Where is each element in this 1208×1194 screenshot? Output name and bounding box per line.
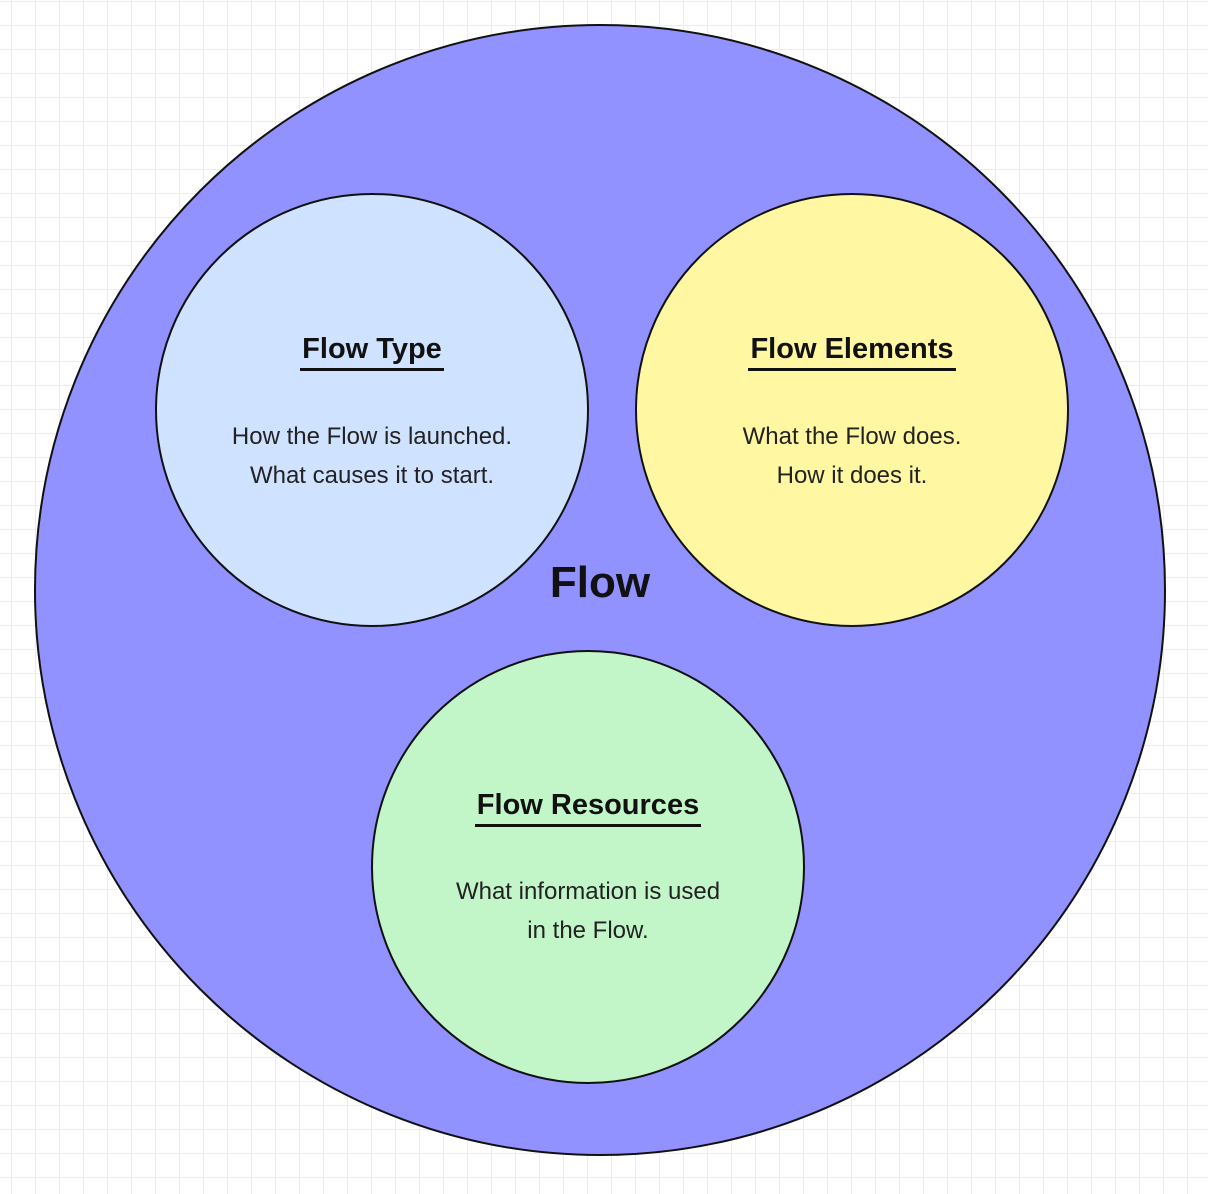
flow-elements-line-2: How it does it. — [776, 462, 928, 489]
flow-resources-description: What information is used in the Flow. — [373, 872, 803, 950]
flow-resources-line-2: in the Flow. — [527, 917, 649, 944]
flow-resources-title: Flow Resources — [373, 789, 803, 827]
flow-elements-circle: Flow Elements What the Flow does. How it… — [635, 193, 1069, 627]
flow-resources-circle: Flow Resources What information is used … — [371, 650, 805, 1084]
flow-elements-line-1: What the Flow does. — [742, 423, 962, 450]
flow-type-line-1: How the Flow is launched. — [231, 423, 513, 450]
flow-outer-label: Flow — [549, 558, 651, 607]
flow-elements-description: What the Flow does. How it does it. — [637, 417, 1067, 495]
flow-type-line-2: What causes it to start. — [249, 462, 495, 489]
flow-type-description: How the Flow is launched. What causes it… — [157, 417, 587, 495]
flow-resources-line-1: What information is used — [455, 878, 721, 905]
flow-type-title: Flow Type — [157, 333, 587, 371]
flow-elements-title: Flow Elements — [637, 333, 1067, 371]
flow-type-circle: Flow Type How the Flow is launched. What… — [155, 193, 589, 627]
